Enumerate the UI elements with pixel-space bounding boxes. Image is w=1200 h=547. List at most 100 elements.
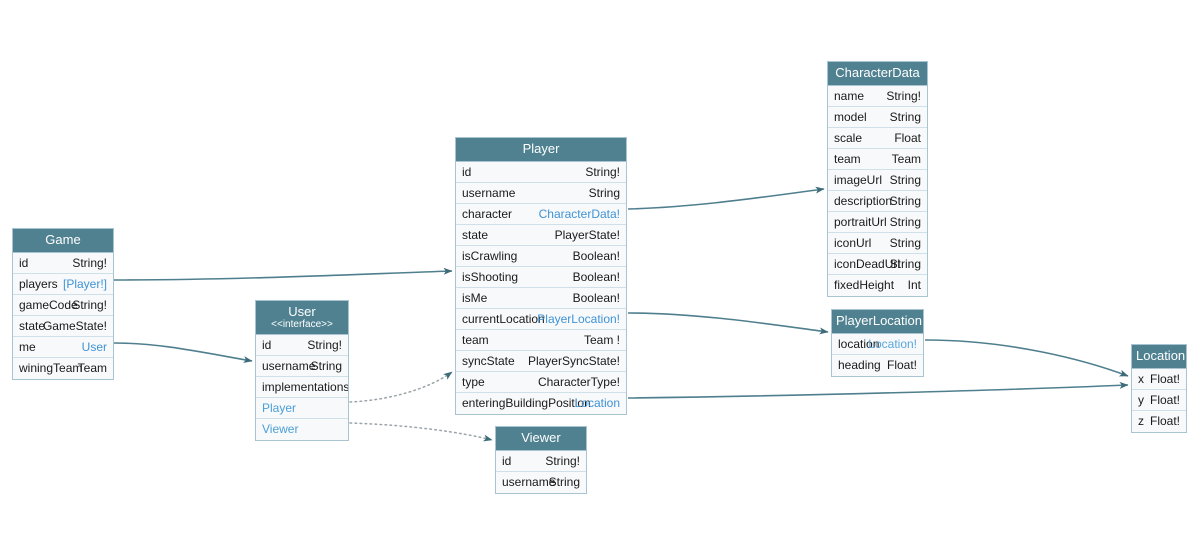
field-type: Boolean!: [572, 270, 620, 285]
entity-location[interactable]: Location x Float! y Float! z Float!: [1131, 344, 1187, 434]
entity-game-title: Game: [13, 229, 113, 254]
field-row[interactable]: imageUrl String: [828, 170, 927, 192]
field-row[interactable]: id String!: [456, 162, 626, 184]
field-name: location: [838, 337, 880, 352]
field-row[interactable]: type CharacterType!: [456, 372, 626, 394]
field-name: iconUrl: [834, 236, 872, 251]
field-row[interactable]: isShooting Boolean!: [456, 267, 626, 289]
field-type: String: [548, 475, 580, 490]
field-type[interactable]: Location: [574, 396, 620, 411]
entity-user[interactable]: User <<interface>> id String! username S…: [255, 300, 349, 442]
field-name: type: [462, 375, 485, 390]
field-row[interactable]: winingTeam Team: [13, 358, 113, 380]
field-name: username: [462, 186, 516, 201]
field-name: heading: [838, 358, 881, 373]
field-name: id: [462, 165, 472, 180]
field-name: id: [502, 454, 512, 469]
field-row[interactable]: gameCode String!: [13, 295, 113, 317]
field-name: enteringBuildingPosition: [462, 396, 591, 411]
field-row[interactable]: fixedHeight Int: [828, 275, 927, 297]
entity-playerlocation[interactable]: PlayerLocation location Location! headin…: [831, 309, 924, 378]
implementations-header: implementations: [256, 377, 348, 399]
field-row[interactable]: enteringBuildingPosition Location: [456, 393, 626, 415]
field-type[interactable]: [Player!]: [62, 277, 107, 292]
field-type[interactable]: PlayerLocation!: [537, 312, 620, 327]
field-row[interactable]: scale Float: [828, 128, 927, 150]
field-type: String: [889, 173, 921, 188]
field-row[interactable]: character CharacterData!: [456, 204, 626, 226]
field-name: iconDeadUrl: [834, 257, 901, 272]
entity-playerlocation-title: PlayerLocation: [832, 310, 923, 335]
field-type[interactable]: Location!: [868, 337, 917, 352]
field-row[interactable]: portraitUrl String: [828, 212, 927, 234]
field-row[interactable]: id String!: [256, 335, 348, 357]
entity-characterdata-title: CharacterData: [828, 62, 927, 87]
field-row[interactable]: state GameState!: [13, 316, 113, 338]
field-row[interactable]: team Team !: [456, 330, 626, 352]
implementation-player[interactable]: Player: [256, 398, 348, 420]
field-name: character: [462, 207, 513, 222]
entity-user-stereotype: <<interface>>: [271, 319, 333, 331]
field-row[interactable]: heading Float!: [832, 355, 923, 377]
field-type: String!: [72, 256, 107, 271]
edge-player-currentlocation-to-playerlocation: [627, 312, 829, 335]
field-name: me: [19, 340, 36, 355]
field-name: description: [834, 194, 893, 209]
implementation-name: Viewer: [262, 422, 299, 437]
field-row[interactable]: players [Player!]: [13, 274, 113, 296]
field-type: String: [889, 215, 921, 230]
field-name: username: [262, 359, 316, 374]
field-row[interactable]: username String: [496, 472, 586, 494]
field-row[interactable]: state PlayerState!: [456, 225, 626, 247]
field-name: username: [502, 475, 556, 490]
field-row[interactable]: model String: [828, 107, 927, 129]
edge-playerlocation-location-to-location: [924, 339, 1129, 377]
field-type: Float!: [1149, 414, 1180, 429]
field-row[interactable]: me User: [13, 337, 113, 359]
field-row[interactable]: isMe Boolean!: [456, 288, 626, 310]
field-row[interactable]: z Float!: [1132, 411, 1186, 433]
entity-player[interactable]: Player id String! username String charac…: [455, 137, 627, 416]
field-type[interactable]: User: [81, 340, 107, 355]
field-type: Float!: [1149, 393, 1180, 408]
entity-characterdata[interactable]: CharacterData name String! model String …: [827, 61, 928, 298]
field-type: String: [889, 257, 921, 272]
implementations-label: implementations: [262, 380, 348, 395]
field-row[interactable]: name String!: [828, 86, 927, 108]
field-name: players: [19, 277, 58, 292]
field-row[interactable]: id String!: [496, 451, 586, 473]
field-name: z: [1138, 414, 1144, 429]
field-row[interactable]: iconDeadUrl String: [828, 254, 927, 276]
field-row[interactable]: isCrawling Boolean!: [456, 246, 626, 268]
field-type: String: [588, 186, 620, 201]
entity-game[interactable]: Game id String! players [Player!] gameCo…: [12, 228, 114, 381]
field-row[interactable]: y Float!: [1132, 390, 1186, 412]
field-type: String: [310, 359, 342, 374]
field-type[interactable]: CharacterData!: [538, 207, 620, 222]
field-name: name: [834, 89, 865, 104]
field-name: portraitUrl: [834, 215, 887, 230]
field-type: Team: [77, 361, 107, 376]
field-row[interactable]: location Location!: [832, 334, 923, 356]
field-type: GameState!: [42, 319, 107, 334]
field-type: Int: [907, 278, 921, 293]
field-row[interactable]: syncState PlayerSyncState!: [456, 351, 626, 373]
field-row[interactable]: username String: [256, 356, 348, 378]
entity-user-name: User: [288, 304, 316, 319]
field-row[interactable]: currentLocation PlayerLocation!: [456, 309, 626, 331]
field-row[interactable]: username String: [456, 183, 626, 205]
field-row[interactable]: iconUrl String: [828, 233, 927, 255]
field-row[interactable]: id String!: [13, 253, 113, 275]
edge-user-implements-player: [349, 371, 453, 403]
field-type: PlayerSyncState!: [527, 354, 620, 369]
field-name: syncState: [462, 354, 515, 369]
entity-viewer[interactable]: Viewer id String! username String: [495, 426, 587, 495]
field-type: String: [889, 110, 921, 125]
field-name: isShooting: [462, 270, 519, 285]
field-type: Float: [894, 131, 921, 146]
field-row[interactable]: x Float!: [1132, 369, 1186, 391]
field-row[interactable]: description String: [828, 191, 927, 213]
field-row[interactable]: team Team: [828, 149, 927, 171]
implementation-viewer[interactable]: Viewer: [256, 419, 348, 441]
field-name: scale: [834, 131, 863, 146]
